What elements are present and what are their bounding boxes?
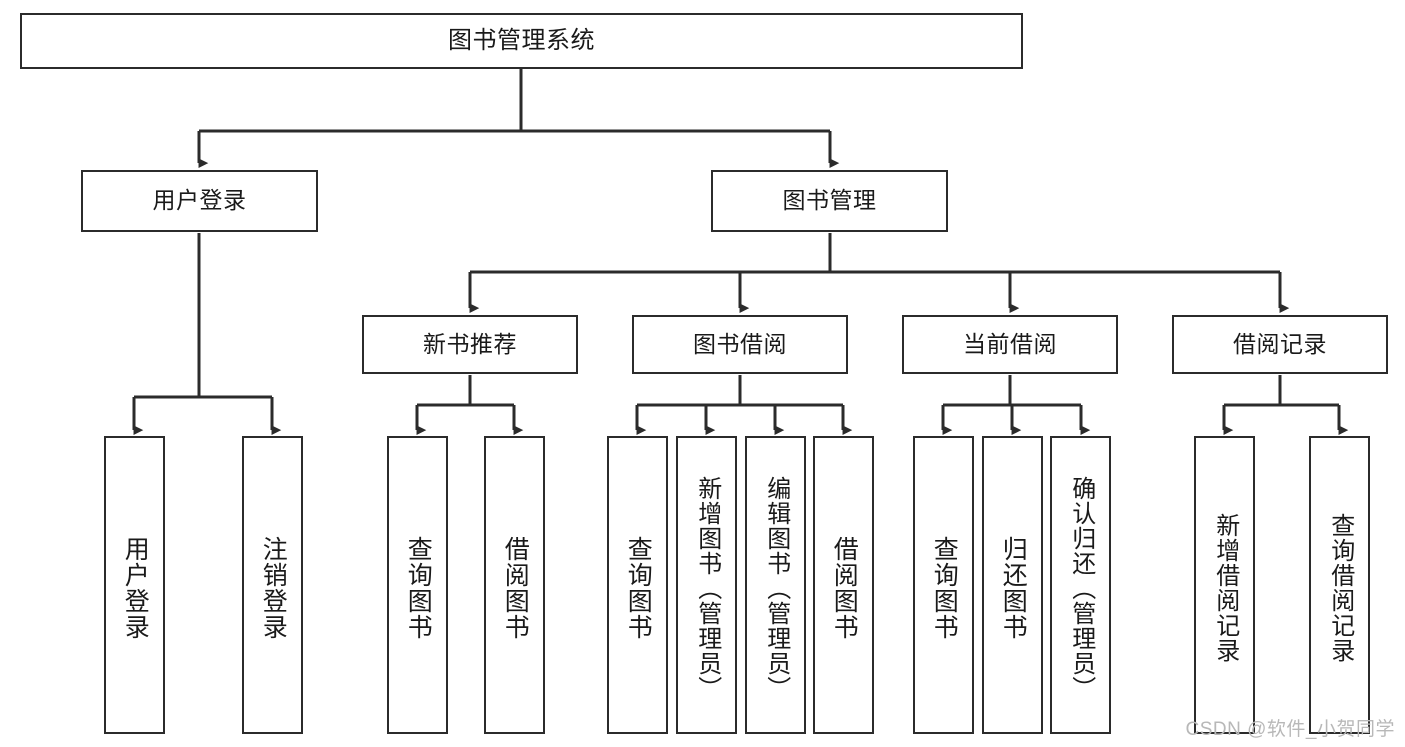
node-book-management-label: 图书管理 xyxy=(782,187,877,214)
leaf-bookborrow-edit-book-label: 编辑图书（管理员） xyxy=(762,475,790,701)
leaf-newbook-borrow-book[interactable]: 借阅图书 xyxy=(484,436,545,734)
leaf-currentborrow-query-book[interactable]: 查询图书 xyxy=(913,436,974,734)
leaf-borrowrecord-query-record-label: 查询借阅记录 xyxy=(1326,513,1354,663)
leaf-user-login-label: 用户登录 xyxy=(121,536,150,640)
node-new-book-recommend-label: 新书推荐 xyxy=(423,330,517,357)
leaf-bookborrow-query-book-label: 查询图书 xyxy=(624,536,653,640)
leaf-bookborrow-add-book[interactable]: 新增图书（管理员） xyxy=(676,436,737,734)
leaf-currentborrow-return-book-label: 归还图书 xyxy=(999,536,1028,640)
leaf-currentborrow-confirm-return[interactable]: 确认归还（管理员） xyxy=(1050,436,1111,734)
node-borrow-record[interactable]: 借阅记录 xyxy=(1172,315,1388,374)
leaf-newbook-borrow-book-label: 借阅图书 xyxy=(501,536,530,640)
leaf-borrowrecord-add-record-label: 新增借阅记录 xyxy=(1211,513,1239,663)
leaf-bookborrow-query-book[interactable]: 查询图书 xyxy=(607,436,668,734)
leaf-bookborrow-add-book-label: 新增图书（管理员） xyxy=(693,475,721,701)
node-current-borrow[interactable]: 当前借阅 xyxy=(902,315,1118,374)
leaf-currentborrow-confirm-return-label: 确认归还（管理员） xyxy=(1067,475,1095,701)
leaf-currentborrow-query-book-label: 查询图书 xyxy=(930,536,959,640)
node-book-borrow-label: 图书借阅 xyxy=(693,330,787,357)
leaf-borrowrecord-query-record[interactable]: 查询借阅记录 xyxy=(1309,436,1370,734)
leaf-bookborrow-borrow-book-label: 借阅图书 xyxy=(830,536,859,640)
leaf-borrowrecord-add-record[interactable]: 新增借阅记录 xyxy=(1194,436,1255,734)
node-root-system-label: 图书管理系统 xyxy=(448,26,595,54)
leaf-logout-label: 注销登录 xyxy=(259,536,288,640)
leaf-newbook-query-book-label: 查询图书 xyxy=(404,536,433,640)
node-book-management[interactable]: 图书管理 xyxy=(711,170,948,232)
leaf-newbook-query-book[interactable]: 查询图书 xyxy=(387,436,448,734)
node-current-borrow-label: 当前借阅 xyxy=(963,330,1057,357)
node-book-borrow[interactable]: 图书借阅 xyxy=(632,315,848,374)
node-user-login-label: 用户登录 xyxy=(152,187,247,214)
node-borrow-record-label: 借阅记录 xyxy=(1233,330,1327,357)
leaf-currentborrow-return-book[interactable]: 归还图书 xyxy=(982,436,1043,734)
node-user-login[interactable]: 用户登录 xyxy=(81,170,318,232)
leaf-logout[interactable]: 注销登录 xyxy=(242,436,303,734)
leaf-bookborrow-edit-book[interactable]: 编辑图书（管理员） xyxy=(745,436,806,734)
node-root-system[interactable]: 图书管理系统 xyxy=(20,13,1023,69)
leaf-bookborrow-borrow-book[interactable]: 借阅图书 xyxy=(813,436,874,734)
csdn-watermark: CSDN @软件_小贺同学 xyxy=(1185,719,1395,740)
leaf-user-login[interactable]: 用户登录 xyxy=(104,436,165,734)
node-new-book-recommend[interactable]: 新书推荐 xyxy=(362,315,578,374)
